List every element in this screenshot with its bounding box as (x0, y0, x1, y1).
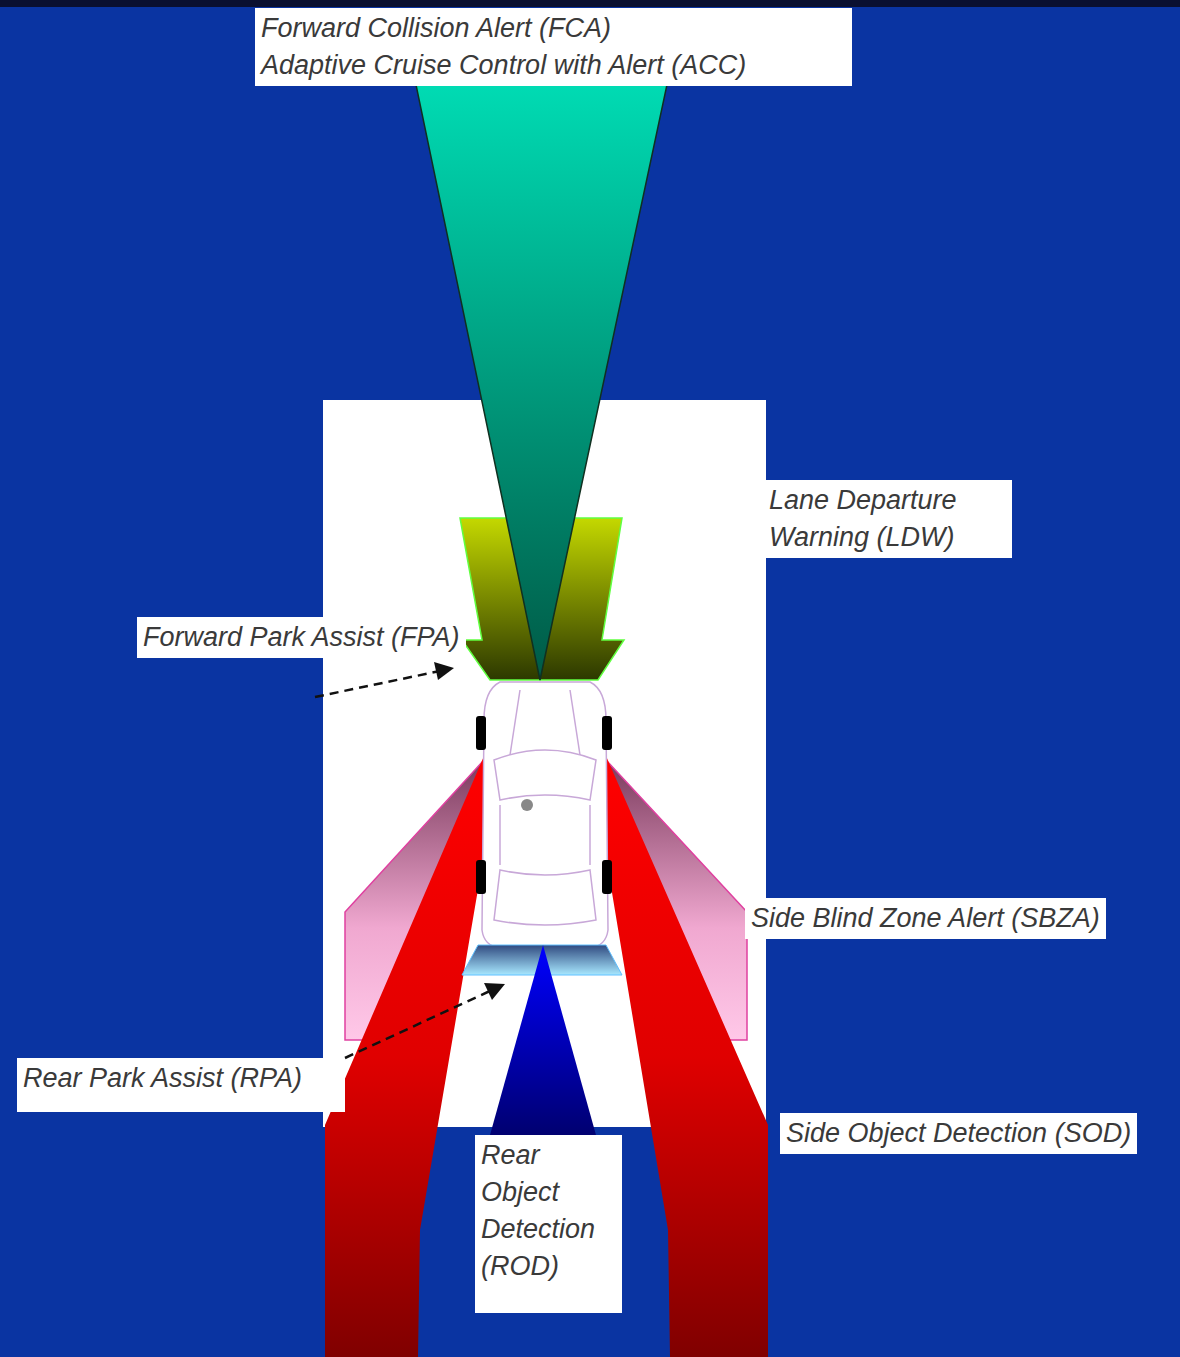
leader-arrowhead (434, 662, 454, 680)
callout-label: Rear Object Detection (ROD) (475, 1135, 622, 1313)
callout-label: Forward Collision Alert (FCA)Adaptive Cr… (255, 8, 852, 86)
callout-label: Side Object Detection (SOD) (780, 1113, 1137, 1154)
leader-line (315, 671, 492, 1058)
label-text: Side Blind Zone Alert (SBZA) (751, 900, 1100, 937)
wheel (476, 860, 486, 894)
wheel (602, 716, 612, 750)
label-text: Rear Object Detection (ROD) (481, 1137, 616, 1285)
label-text: Lane Departure Warning (LDW) (769, 482, 1006, 556)
wheel (602, 860, 612, 894)
label-text: Forward Collision Alert (FCA) (261, 10, 846, 47)
sod-zone (325, 756, 500, 1357)
car-outline (482, 682, 608, 948)
wheel (476, 716, 486, 750)
label-text: Forward Park Assist (FPA) (143, 619, 460, 656)
top-bar (0, 0, 1180, 7)
callout-label: Forward Park Assist (FPA) (137, 617, 466, 658)
callout-label: Lane Departure Warning (LDW) (763, 480, 1012, 558)
rod-zone (490, 945, 596, 1135)
label-text: Side Object Detection (SOD) (786, 1115, 1131, 1152)
callout-label: Rear Park Assist (RPA) (17, 1058, 345, 1112)
label-text: Adaptive Cruise Control with Alert (ACC) (261, 47, 846, 84)
leader-arrowhead (484, 983, 505, 1000)
sensor-dot (521, 799, 533, 811)
label-text: Rear Park Assist (RPA) (23, 1060, 339, 1097)
callout-label: Side Blind Zone Alert (SBZA) (745, 898, 1106, 939)
fca-zone (415, 80, 668, 680)
